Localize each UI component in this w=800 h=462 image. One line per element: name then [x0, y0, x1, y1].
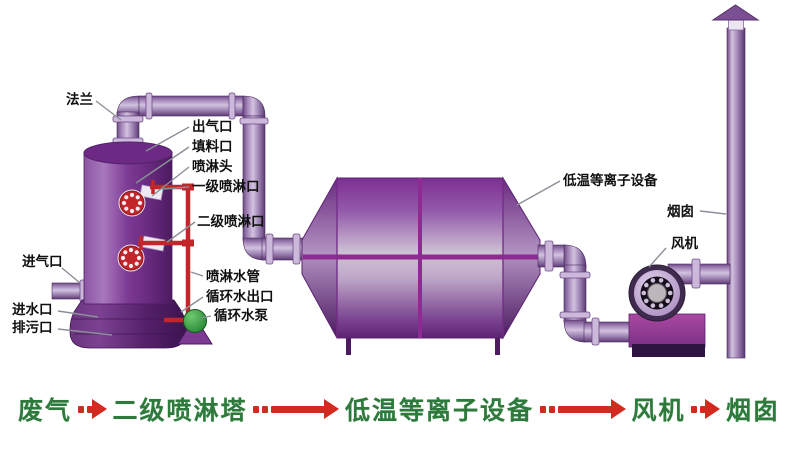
flange-ring	[559, 271, 591, 279]
flow-step-chimney: 烟囱	[725, 397, 780, 425]
circulating-pump	[177, 309, 213, 345]
flow-arrow-icon	[253, 399, 340, 419]
flow-step-plasma: 低温等离子设备	[344, 397, 534, 425]
fan-base-foot	[632, 344, 705, 357]
flow-summary: 废气 二级喷淋塔 低温等离子设备 风机 烟囱	[18, 386, 780, 432]
label-circ-water-pump: 循环水泵	[214, 307, 268, 323]
chimney-pipe	[726, 27, 746, 359]
flange-ring	[691, 258, 701, 289]
flange-ring	[265, 233, 274, 265]
label-filler-port: 填料口	[192, 138, 233, 154]
label-spray-water-pipe: 喷淋水管	[206, 268, 260, 284]
component-labels: 法兰 出气口 填料口 喷淋头 一级喷淋口 二级喷淋口 进气口 进水口 排污口 喷…	[12, 91, 699, 335]
chimney-stack	[711, 4, 760, 359]
label-circ-water-outlet: 循环水出口	[206, 288, 274, 304]
label-water-inlet: 进水口	[12, 301, 53, 317]
flow-step-spray-tower: 二级喷淋塔	[112, 397, 248, 425]
leader-lines	[57, 100, 727, 336]
label-plasma-equipment: 低温等离子设备	[562, 172, 658, 188]
flow-arrow-icon	[77, 399, 107, 419]
label-fan: 风机	[671, 235, 699, 251]
outlet-horizontal-pipe	[138, 95, 244, 117]
flow-arrow-icon	[539, 399, 626, 419]
flange-ring	[239, 117, 269, 125]
pump-ball	[183, 309, 207, 333]
label-flange: 法兰	[66, 91, 93, 107]
flange-ring	[544, 240, 554, 272]
flow-arrow-icon	[691, 399, 721, 419]
flow-step-waste-gas: 废气	[18, 397, 73, 425]
flange-ring	[112, 115, 144, 123]
fan-unit	[628, 258, 731, 357]
label-spray-port-1: 一级喷淋口	[192, 178, 260, 194]
label-spray-head: 喷淋头	[192, 158, 233, 174]
spray-port-window	[118, 189, 146, 217]
label-gas-outlet: 出气口	[192, 118, 233, 134]
flange-ring	[591, 317, 600, 346]
tank-leg	[495, 338, 500, 355]
spray-port-window	[117, 244, 145, 272]
label-spray-port-2: 二级喷淋口	[197, 213, 265, 229]
label-chimney: 烟囱	[667, 203, 694, 219]
chimney-cap-icon	[711, 4, 760, 21]
fan-bolts	[641, 278, 673, 308]
tower-pedestal	[69, 299, 187, 349]
tower-body	[83, 151, 173, 305]
spray-tower	[51, 141, 187, 349]
tank-leg	[346, 338, 351, 355]
flange-ring	[145, 92, 153, 120]
flange-ring	[292, 233, 301, 265]
flange-ring	[228, 92, 236, 120]
label-drain-port: 排污口	[12, 319, 53, 335]
flow-step-fan: 风机	[631, 397, 686, 425]
label-gas-inlet: 进气口	[22, 253, 63, 269]
tower-top	[83, 141, 173, 165]
fan-hub	[646, 282, 668, 304]
flange-ring	[559, 311, 591, 319]
plasma-equipment	[301, 176, 541, 355]
fan-inlet-piping	[537, 240, 641, 346]
